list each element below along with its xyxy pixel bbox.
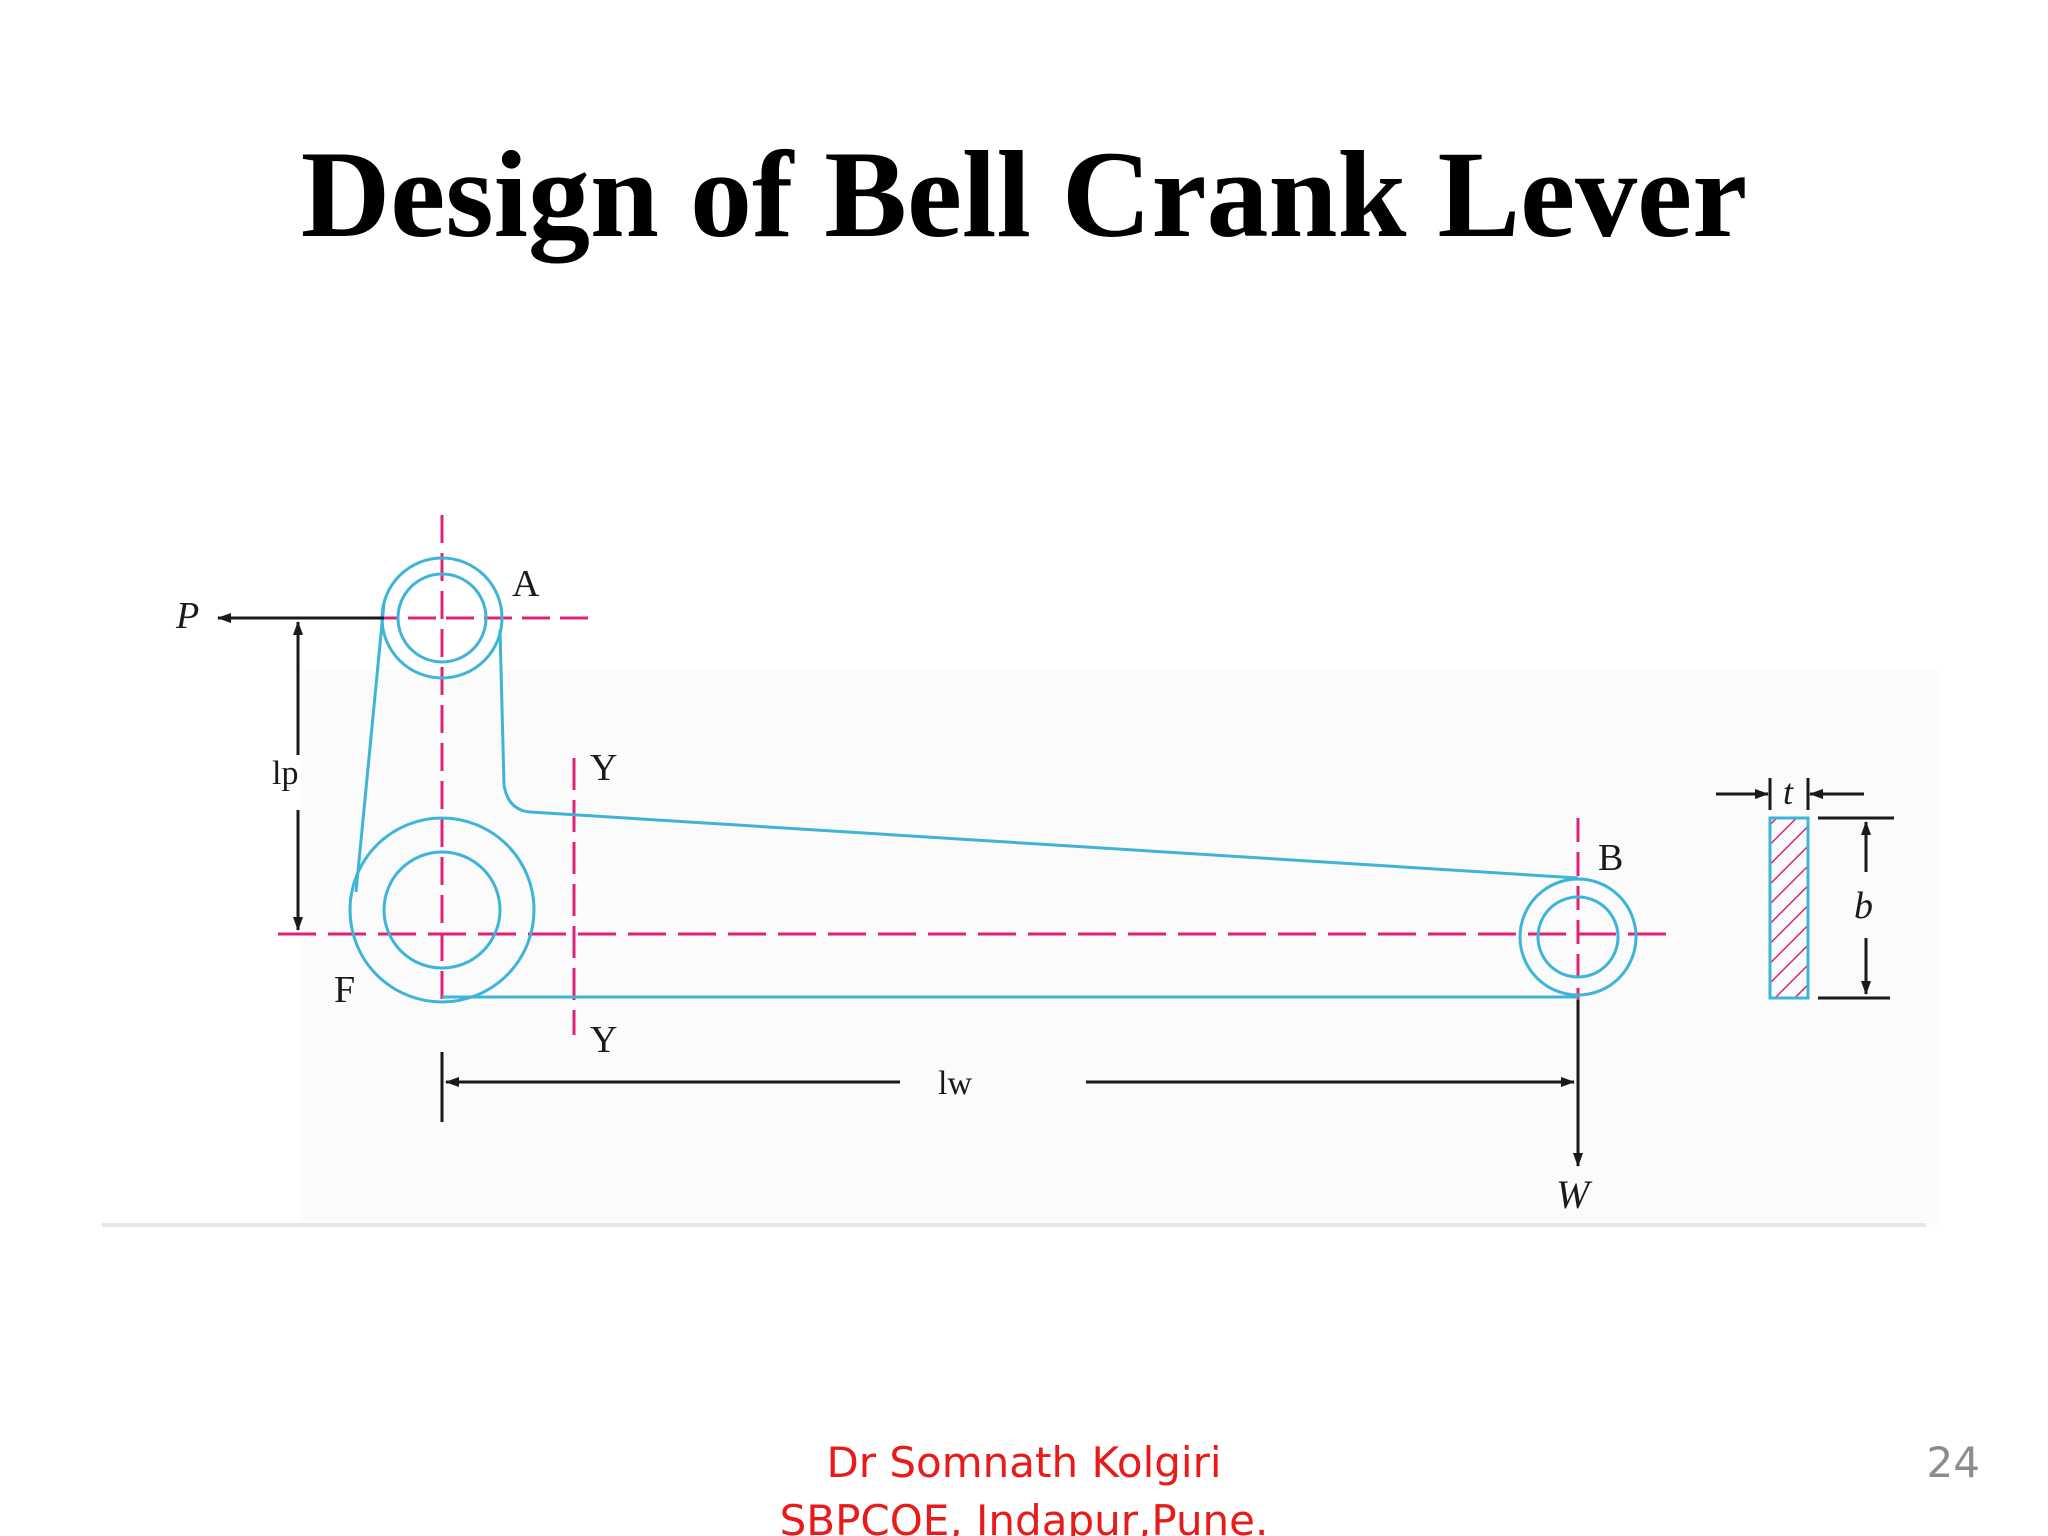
force-p-label: P [175,595,199,637]
section-y-top-label: Y [590,747,617,789]
load-w-label: W [1556,1172,1593,1217]
point-a-label: A [512,563,540,605]
boss-fulcrum-inner [382,850,502,970]
boss-b-outer [1518,877,1638,997]
lw-label: lw [938,1065,972,1102]
footer-institution: SBPCOE, Indapur,Pune. [779,1496,1269,1536]
lever-outline [348,556,1638,1004]
b-label: b [1854,885,1873,927]
figure-background [300,670,1940,1225]
arm-a-left-edge [354,602,386,893]
footer-author-name: Dr Somnath Kolgiri [826,1438,1222,1487]
point-b-label: B [1598,837,1623,879]
boss-fulcrum-outer [348,816,536,1004]
cross-section-hatch [1768,816,1810,1000]
boss-a-inner [396,572,488,664]
page-number: 24 [1926,1438,1980,1487]
centerlines [278,515,1670,1035]
lp-label: lp [272,755,298,792]
boss-b-inner [1536,895,1620,979]
fulcrum-f-label: F [334,969,355,1011]
arm-a-right-edge [498,629,1579,880]
slide-title: Design of Bell Crank Lever [300,126,1748,263]
t-label: t [1783,772,1794,812]
footer-author: Dr Somnath Kolgiri SBPCOE, Indapur,Pune. [724,1434,1324,1536]
section-y-bottom-label: Y [590,1019,617,1061]
